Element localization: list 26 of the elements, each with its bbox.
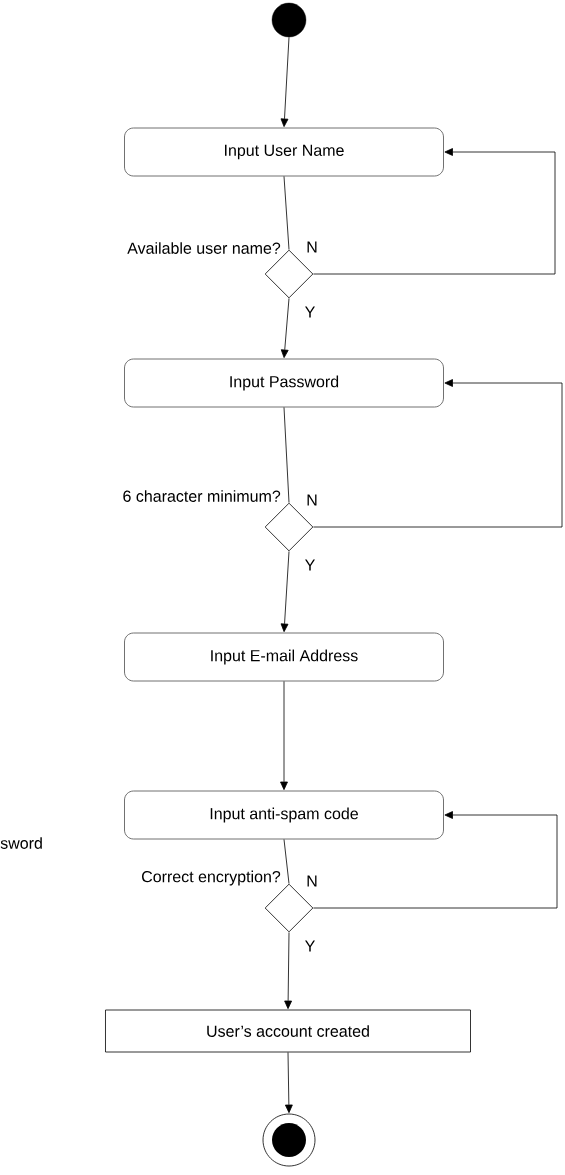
- edge-label: N: [305, 493, 319, 507]
- note-text: sword: [0, 837, 42, 849]
- condition-label: 6 character minimum?: [123, 490, 281, 502]
- activity-box: Input Password: [124, 358, 444, 408]
- edge-label: Y: [303, 939, 317, 953]
- edge-label: Y: [303, 305, 317, 319]
- arrow: [313, 811, 558, 909]
- arrow: [280, 298, 290, 358]
- arrow: [280, 551, 290, 633]
- arrow: [280, 681, 288, 791]
- edge-label: Y: [303, 558, 317, 572]
- arrow: [280, 36, 290, 128]
- end-node: [262, 1113, 316, 1167]
- arrow: [284, 932, 292, 1010]
- edge-label: N: [305, 874, 319, 888]
- activity-box: Input anti-spam code: [124, 790, 444, 840]
- start-node: [271, 2, 307, 38]
- arrow: [285, 1052, 293, 1114]
- edge-label: N: [305, 240, 319, 254]
- condition-label: Available user name?: [127, 242, 281, 254]
- activity-box: Input E-mail Address: [124, 632, 444, 682]
- arrow: [313, 148, 556, 275]
- arrow: [313, 379, 563, 528]
- activity-box: Input User Name: [124, 127, 444, 177]
- process-box: User’s account created: [105, 1009, 471, 1053]
- condition-label: Correct encryption?: [142, 870, 281, 886]
